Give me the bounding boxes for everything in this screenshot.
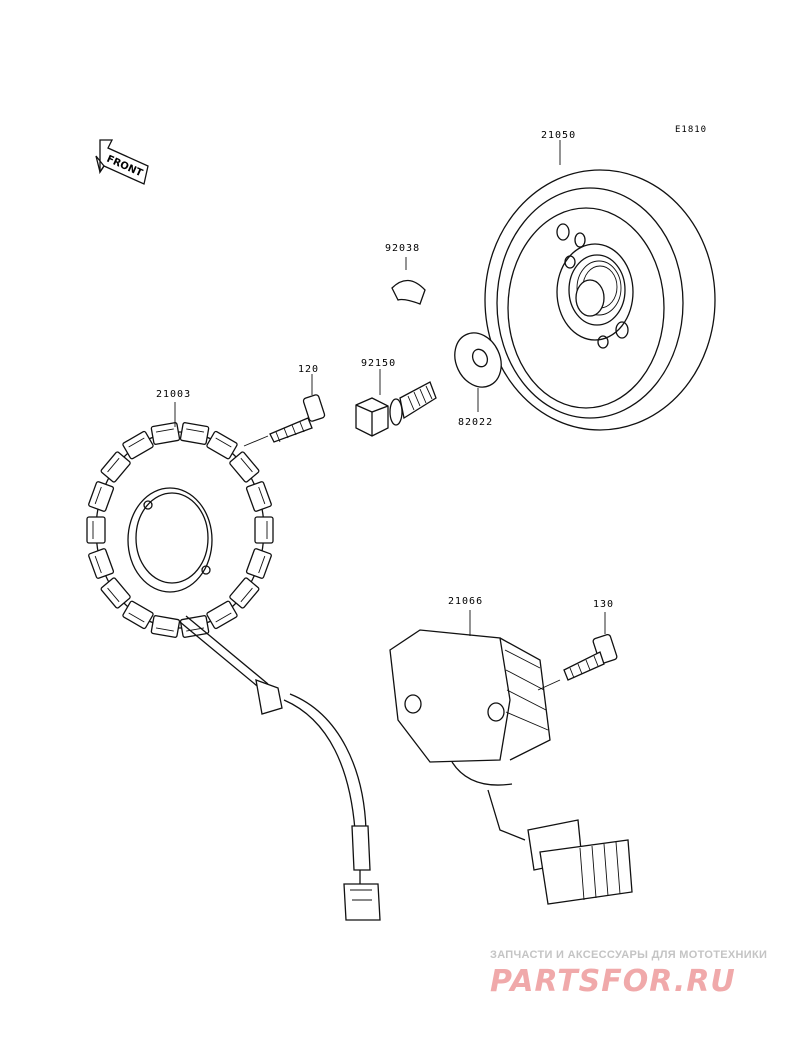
woodruff-key: [391, 257, 426, 305]
flange-bolt: [355, 369, 437, 437]
regulator-rectifier: [389, 610, 633, 905]
part-number-21050: 21050: [541, 130, 576, 141]
flywheel-rotor: [484, 140, 716, 431]
part-number-120: 120: [298, 364, 319, 375]
front-arrow-icon: FRONT: [95, 139, 149, 185]
part-number-21003: 21003: [156, 389, 191, 400]
watermark-logo: PARTSFOR.RU: [490, 964, 736, 999]
part-number-92038: 92038: [385, 243, 420, 254]
part-number-92150: 92150: [361, 358, 396, 369]
watermark-tagline: ЗАПЧАСТИ И АКСЕССУАРЫ ДЛЯ МОТОТЕХНИКИ: [490, 949, 768, 961]
part-number-130: 130: [593, 599, 614, 610]
part-number-21066: 21066: [448, 596, 483, 607]
washer: [454, 332, 502, 412]
stator-screw: [243, 374, 326, 447]
part-number-82022: 82022: [458, 417, 493, 428]
stator-coil: [86, 402, 381, 921]
sheet-code: E1810: [675, 125, 707, 135]
regulator-screw: [563, 612, 618, 681]
